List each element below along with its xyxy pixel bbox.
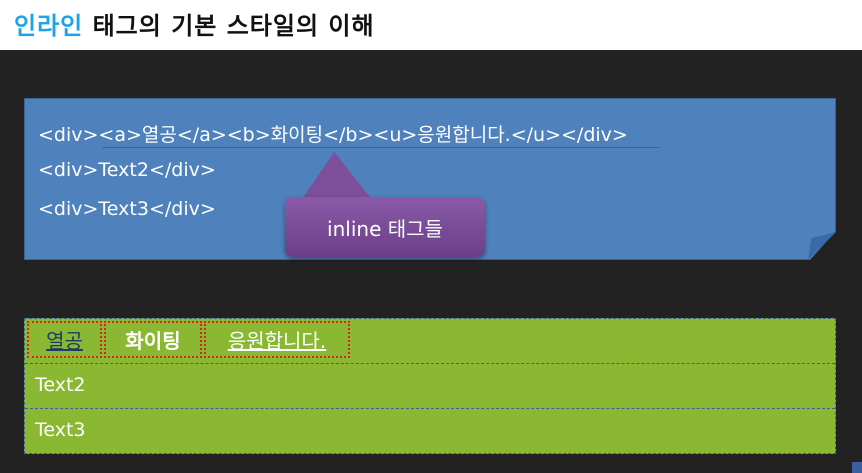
inline-bold-text: 화이팅 xyxy=(125,329,181,353)
code-line-3: <div>Text3</div> xyxy=(38,198,216,220)
code-underline xyxy=(102,147,660,148)
result-row-3: Text3 xyxy=(25,409,835,454)
rendered-result-box: 열공 화이팅 응원합니다. Text2 Text3 xyxy=(24,318,836,454)
code-line-1: <div><a>열공</a><b>화이팅</b><u>응원합니다.</u></d… xyxy=(38,124,628,146)
result-row-1: 열공 화이팅 응원합니다. xyxy=(25,319,835,364)
inline-tags-callout: inline 태그들 xyxy=(285,197,485,257)
corner-mark xyxy=(852,462,862,473)
inline-underline-text: 응원합니다. xyxy=(227,329,327,353)
callout-label: inline 태그들 xyxy=(327,216,443,241)
title-accent: 인라인 xyxy=(14,12,84,40)
title-rest: 태그의 기본 스타일의 이해 xyxy=(83,12,375,40)
result-row-2-text: Text2 xyxy=(35,374,86,396)
slide-header: 인라인 태그의 기본 스타일의 이해 xyxy=(0,0,862,50)
result-row-3-text: Text3 xyxy=(35,419,86,441)
inline-anchor[interactable]: 열공 xyxy=(27,321,102,358)
inline-bold: 화이팅 xyxy=(104,321,202,358)
result-row-2: Text2 xyxy=(25,364,835,409)
inline-underline: 응원합니다. xyxy=(204,321,350,358)
inline-anchor-text: 열공 xyxy=(46,329,83,353)
slide-title: 인라인 태그의 기본 스타일의 이해 xyxy=(14,6,375,41)
code-line-2: <div>Text2</div> xyxy=(38,159,216,181)
